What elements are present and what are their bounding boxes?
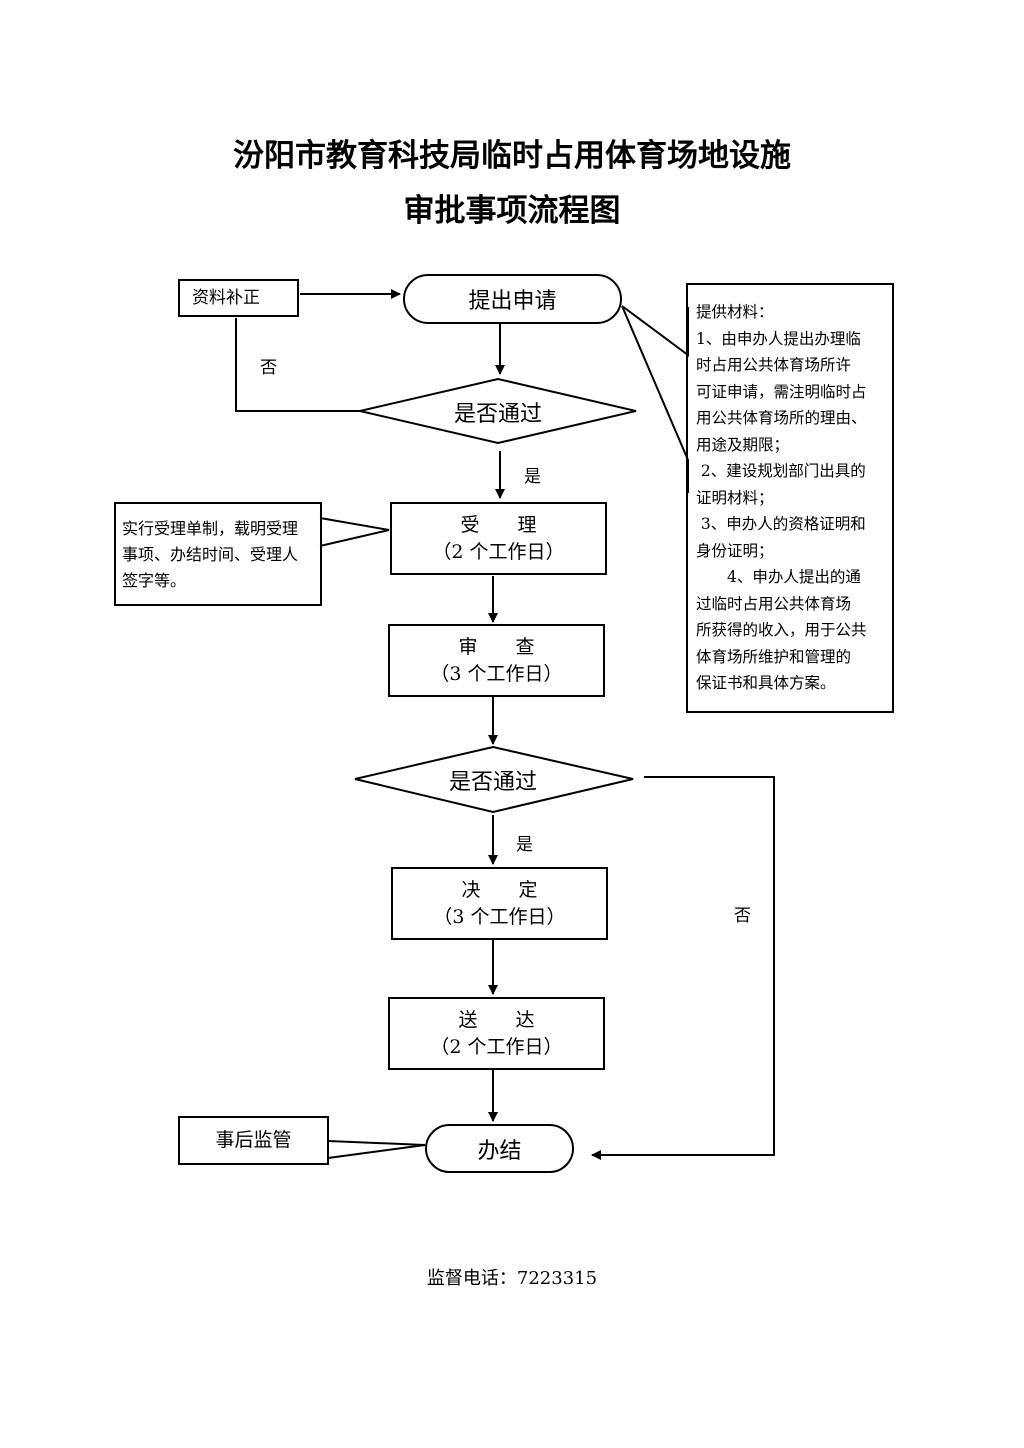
decide-days: （3 个工作日） bbox=[433, 905, 566, 928]
decision2-diamond bbox=[354, 745, 634, 814]
decision2-label: 是否通过 bbox=[448, 770, 537, 795]
materials-line: 1、由申办人提出办理临 bbox=[696, 329, 861, 348]
deliver-days: （2 个工作日） bbox=[430, 1035, 563, 1058]
deliver-box: 送 达 （2 个工作日） bbox=[388, 997, 605, 1070]
review-days: （3 个工作日） bbox=[430, 662, 563, 685]
supplement-box: 资料补正 bbox=[178, 279, 299, 317]
materials-line: 可证申请，需注明临时占 bbox=[696, 382, 867, 401]
materials-line: 4、申办人提出的通 bbox=[696, 568, 861, 586]
no-label-2: 否 bbox=[734, 906, 751, 926]
decide-label: 决 定 bbox=[461, 878, 538, 901]
accept-box: 受 理 （2 个工作日） bbox=[390, 502, 607, 575]
materials-line: 2、建设规划部门出具的 bbox=[696, 462, 866, 480]
materials-line: 用途及期限； bbox=[696, 435, 790, 454]
accept-note-line: 实行受理单制，载明受理 bbox=[122, 519, 299, 538]
accept-note: 实行受理单制，载明受理 事项、办结时间、受理人 签字等。 bbox=[114, 502, 322, 606]
materials-line: 时占用公共体育场所许 bbox=[696, 356, 852, 374]
submit-oval: 提出申请 bbox=[403, 274, 622, 324]
materials-line: 保证书和具体方案。 bbox=[696, 674, 836, 692]
accept-note-line: 签字等。 bbox=[122, 571, 187, 590]
supervision-label: 事后监管 bbox=[215, 1129, 292, 1151]
materials-note: 提供材料： 1、由申办人提出办理临 时占用公共体育场所许 可证申请，需注明临时占… bbox=[686, 283, 894, 713]
materials-line: 体育场所维护和管理的 bbox=[696, 647, 852, 666]
materials-line: 身份证明； bbox=[696, 541, 774, 560]
accept-note-line: 事项、办结时间、受理人 bbox=[122, 545, 299, 564]
accept-label: 受 理 bbox=[460, 513, 537, 536]
materials-line: 过临时占用公共体育场 bbox=[696, 594, 852, 613]
finish-oval: 办结 bbox=[425, 1124, 574, 1173]
finish-label: 办结 bbox=[477, 1138, 522, 1164]
yes-label-1: 是 bbox=[524, 467, 541, 487]
materials-line: 用公共体育场所的理由、 bbox=[696, 409, 867, 427]
accept-days: （2 个工作日） bbox=[432, 540, 565, 563]
supervision-box: 事后监管 bbox=[178, 1116, 329, 1165]
review-box: 审 查 （3 个工作日） bbox=[388, 624, 605, 697]
materials-line: 3、申办人的资格证明和 bbox=[696, 515, 866, 533]
page-title-line2: 审批事项流程图 bbox=[403, 193, 621, 229]
materials-line: 提供材料： bbox=[696, 303, 774, 321]
page-title-line1: 汾阳市教育科技局临时占用体育场地设施 bbox=[233, 138, 791, 174]
review-label: 审 查 bbox=[458, 635, 535, 658]
supervision-phone: 监督电话：7223315 bbox=[426, 1268, 598, 1289]
supplement-label: 资料补正 bbox=[192, 287, 260, 308]
no-label-1: 否 bbox=[260, 358, 277, 378]
materials-line: 所获得的收入，用于公共 bbox=[696, 621, 867, 639]
submit-label: 提出申请 bbox=[468, 289, 557, 314]
decide-box: 决 定 （3 个工作日） bbox=[391, 867, 608, 940]
yes-label-2: 是 bbox=[516, 835, 533, 855]
decision1-label: 是否通过 bbox=[453, 402, 542, 427]
materials-line: 证明材料； bbox=[696, 488, 774, 507]
decision1-diamond bbox=[359, 377, 637, 445]
deliver-label: 送 达 bbox=[458, 1008, 535, 1031]
